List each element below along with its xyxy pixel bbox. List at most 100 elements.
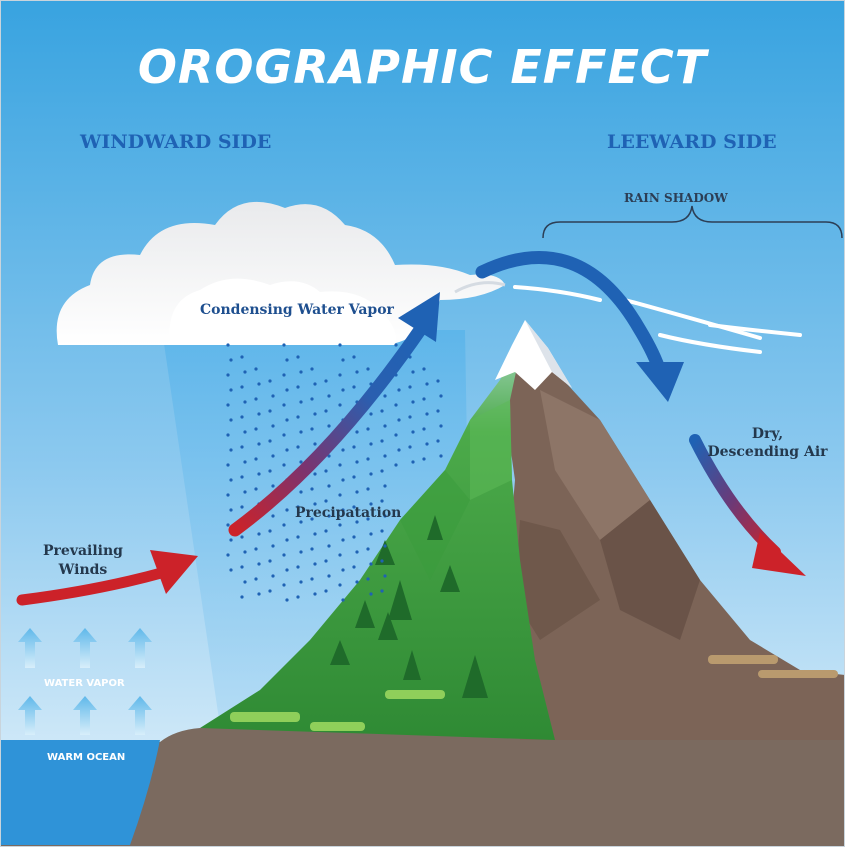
raindrop: [240, 355, 243, 358]
raindrop: [313, 562, 316, 565]
raindrop: [439, 394, 442, 397]
raindrop: [268, 439, 271, 442]
raindrop: [313, 442, 316, 445]
raindrop: [324, 379, 327, 382]
raindrop: [394, 433, 397, 436]
raindrop: [397, 388, 400, 391]
raindrop: [324, 529, 327, 532]
raindrop: [271, 454, 274, 457]
leeward-side-label: LEEWARD SIDE: [607, 131, 777, 153]
raindrop: [254, 457, 257, 460]
raindrop: [411, 400, 414, 403]
raindrop: [310, 397, 313, 400]
raindrop: [436, 439, 439, 442]
raindrop: [355, 370, 358, 373]
raindrop: [338, 343, 341, 346]
raindrop: [366, 367, 369, 370]
raindrop: [310, 427, 313, 430]
raindrop: [226, 523, 229, 526]
raindrop: [369, 472, 372, 475]
raindrop: [226, 463, 229, 466]
raindrop: [240, 535, 243, 538]
raindrop: [229, 448, 232, 451]
raindrop: [257, 412, 260, 415]
raindrop: [338, 403, 341, 406]
raindrop: [296, 415, 299, 418]
diagram-title: OROGRAPHIC EFFECT: [0, 40, 845, 94]
raindrop: [383, 424, 386, 427]
raindrop: [310, 577, 313, 580]
raindrop: [226, 403, 229, 406]
raindrop: [285, 448, 288, 451]
raindrop: [394, 463, 397, 466]
raindrop: [380, 589, 383, 592]
raindrop: [257, 592, 260, 595]
raindrop: [285, 538, 288, 541]
condensing-vapor-label: Condensing Water Vapor: [200, 302, 394, 318]
raindrop: [229, 538, 232, 541]
raindrop: [369, 562, 372, 565]
raindrop: [411, 430, 414, 433]
raindrop: [226, 373, 229, 376]
raindrop: [257, 562, 260, 565]
raindrop: [282, 403, 285, 406]
raindrop: [408, 385, 411, 388]
raindrop: [383, 574, 386, 577]
raindrop: [240, 415, 243, 418]
raindrop: [313, 382, 316, 385]
raindrop: [268, 559, 271, 562]
raindrop: [257, 442, 260, 445]
dry-air-line-1: Dry,: [700, 425, 835, 443]
raindrop: [243, 400, 246, 403]
raindrop: [271, 424, 274, 427]
raindrop: [268, 469, 271, 472]
raindrop: [243, 460, 246, 463]
raindrop: [422, 427, 425, 430]
prevailing-winds-label: Prevailing Winds: [28, 542, 138, 580]
raindrop: [268, 409, 271, 412]
raindrop: [380, 559, 383, 562]
raindrop: [394, 403, 397, 406]
raindrop: [282, 463, 285, 466]
raindrop: [324, 499, 327, 502]
raindrop: [352, 355, 355, 358]
raindrop: [313, 532, 316, 535]
raindrop: [282, 553, 285, 556]
raindrop: [243, 580, 246, 583]
raindrop: [425, 382, 428, 385]
raindrop: [383, 394, 386, 397]
raindrop: [299, 550, 302, 553]
raindrop: [369, 412, 372, 415]
raindrop: [243, 430, 246, 433]
raindrop: [394, 343, 397, 346]
raindrop: [282, 433, 285, 436]
raindrop: [271, 514, 274, 517]
raindrop: [296, 445, 299, 448]
warm-ocean-label: WARM OCEAN: [47, 752, 125, 763]
raindrop: [341, 448, 344, 451]
raindrop: [240, 565, 243, 568]
raindrop: [439, 424, 442, 427]
raindrop: [408, 415, 411, 418]
raindrop: [380, 469, 383, 472]
raindrop: [271, 394, 274, 397]
raindrop: [268, 589, 271, 592]
raindrop: [271, 544, 274, 547]
raindrop: [282, 583, 285, 586]
windward-side-label: WINDWARD SIDE: [80, 131, 271, 153]
raindrop: [254, 487, 257, 490]
raindrop: [338, 583, 341, 586]
raindrop: [352, 535, 355, 538]
raindrop: [296, 355, 299, 358]
raindrop: [422, 367, 425, 370]
prevailing-winds-line-1: Prevailing: [28, 542, 138, 561]
raindrop: [408, 445, 411, 448]
raindrop: [226, 553, 229, 556]
raindrop: [327, 544, 330, 547]
raindrop: [229, 418, 232, 421]
raindrop: [380, 499, 383, 502]
raindrop: [369, 442, 372, 445]
raindrop: [226, 433, 229, 436]
raindrop: [240, 445, 243, 448]
raindrop: [285, 508, 288, 511]
